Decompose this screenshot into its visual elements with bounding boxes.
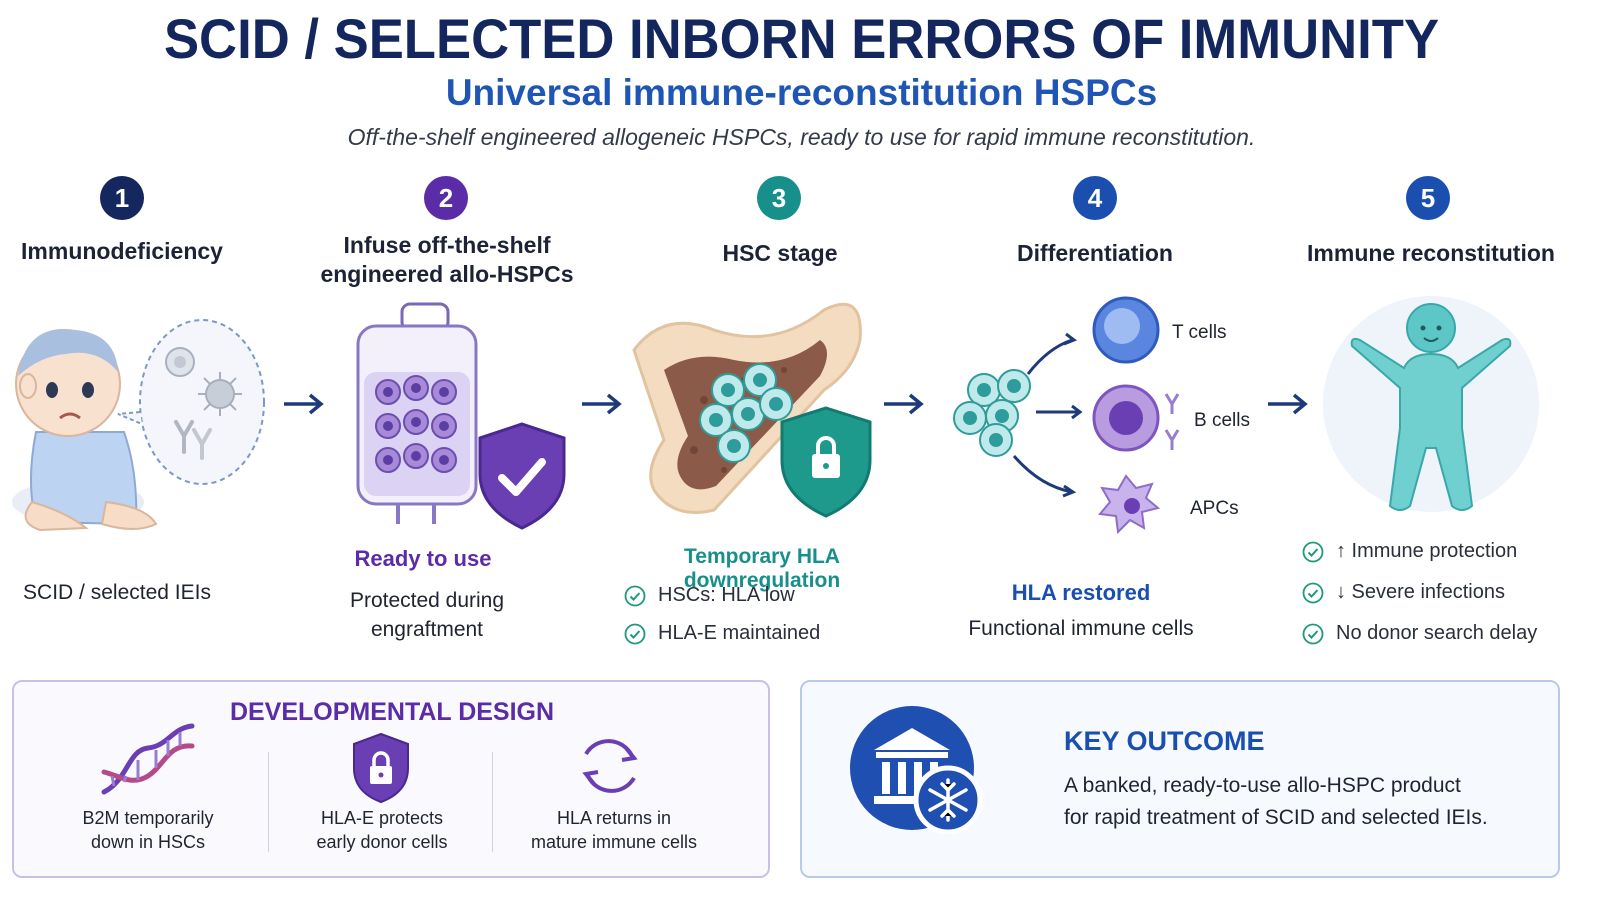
step-3-check-2-text: HLA-E maintained xyxy=(658,622,821,644)
page-title: SCID / SELECTED INBORN ERRORS OF IMMUNIT… xyxy=(163,7,1440,70)
step-1-caption: SCID / selected IEIs xyxy=(23,581,211,604)
b-cells-label: B cells xyxy=(1194,410,1250,431)
step-5-check-1: ↑ Immune protection xyxy=(1302,540,1517,563)
bank-snowflake-icon xyxy=(850,706,983,834)
step-4-caption: Functional immune cells xyxy=(968,617,1194,640)
page-subtitle: Universal immune-reconstitution HSPCs xyxy=(445,72,1158,113)
step-5-number: 5 xyxy=(1406,176,1450,220)
check-icon xyxy=(1302,541,1324,562)
step-4-title: Differentiation xyxy=(1017,240,1173,266)
step-2-number: 2 xyxy=(424,176,468,220)
design-divider-1 xyxy=(268,752,269,852)
step-3-title: HSC stage xyxy=(722,240,838,266)
differentiation-illustration xyxy=(953,296,1180,535)
step-2-caption-line1: Protected during xyxy=(349,589,505,612)
baby-illustration xyxy=(12,319,265,532)
step-1-number: 1 xyxy=(100,176,144,220)
step-2-accent: Ready to use xyxy=(354,546,492,571)
developmental-design-heading: DEVELOPMENTAL DESIGN xyxy=(229,698,555,726)
step-5-check-3-text: No donor search delay xyxy=(1336,622,1538,644)
t-cells-label: T cells xyxy=(1172,322,1227,343)
key-outcome-line1: A banked, ready-to-use allo-HSPC product xyxy=(1064,774,1461,797)
design-item-2-line1: HLA-E protects xyxy=(320,808,444,828)
step-5-check-1-text: ↑ Immune protection xyxy=(1336,540,1518,562)
design-item-3-line1: HLA returns in xyxy=(556,808,672,828)
design-divider-2 xyxy=(492,752,493,852)
design-item-1-line2: down in HSCs xyxy=(90,832,206,852)
page-tagline: Off-the-shelf engineered allogeneic HSPC… xyxy=(347,124,1256,150)
iv-bag-illustration xyxy=(356,302,566,530)
bone-marrow-illustration xyxy=(632,302,872,518)
step-3-check-1: HSCs: HLA low xyxy=(624,584,795,607)
step-3-check-1-text: HSCs: HLA low xyxy=(658,584,795,606)
key-outcome-heading: KEY OUTCOME xyxy=(1064,726,1265,756)
check-icon xyxy=(624,585,646,606)
step-5-check-2: ↓ Severe infections xyxy=(1302,581,1505,604)
step-5-check-3: No donor search delay xyxy=(1302,622,1537,645)
step-2-title-line2: engineered allo-HSPCs xyxy=(320,261,574,287)
shield-lock-icon xyxy=(353,732,409,804)
flow-arrow-3 xyxy=(884,393,924,415)
step-4-accent: HLA restored xyxy=(1011,580,1151,605)
step-3-number: 3 xyxy=(757,176,801,220)
apcs-label: APCs xyxy=(1190,498,1239,519)
design-item-3-line2: mature immune cells xyxy=(530,832,698,852)
check-icon xyxy=(1302,582,1324,603)
step-3-accent: Temporary HLA downregulation xyxy=(683,545,841,592)
flow-arrow-2 xyxy=(582,393,622,415)
flow-arrow-4 xyxy=(1268,393,1308,415)
step-4-number: 4 xyxy=(1073,176,1117,220)
step-5-check-2-text: ↓ Severe infections xyxy=(1336,581,1505,603)
step-2-title-line1: Infuse off-the-shelf xyxy=(343,232,551,258)
check-icon xyxy=(624,623,646,644)
step-2-caption-line2: engraftment xyxy=(370,618,484,641)
healthy-child-illustration xyxy=(1323,296,1539,512)
step-5-title: Immune reconstitution xyxy=(1307,240,1555,266)
flow-arrow-1 xyxy=(284,393,324,415)
design-item-1-line1: B2M temporarily xyxy=(82,808,214,828)
key-outcome-line2: for rapid treatment of SCID and selected… xyxy=(1064,806,1488,829)
cycle-arrows-icon xyxy=(582,739,638,793)
check-icon xyxy=(1302,623,1324,644)
step-3-check-2: HLA-E maintained xyxy=(624,622,820,645)
design-item-2-line2: early donor cells xyxy=(316,832,448,852)
step-1-title: Immunodeficiency xyxy=(21,238,223,264)
dna-icon xyxy=(101,723,195,795)
